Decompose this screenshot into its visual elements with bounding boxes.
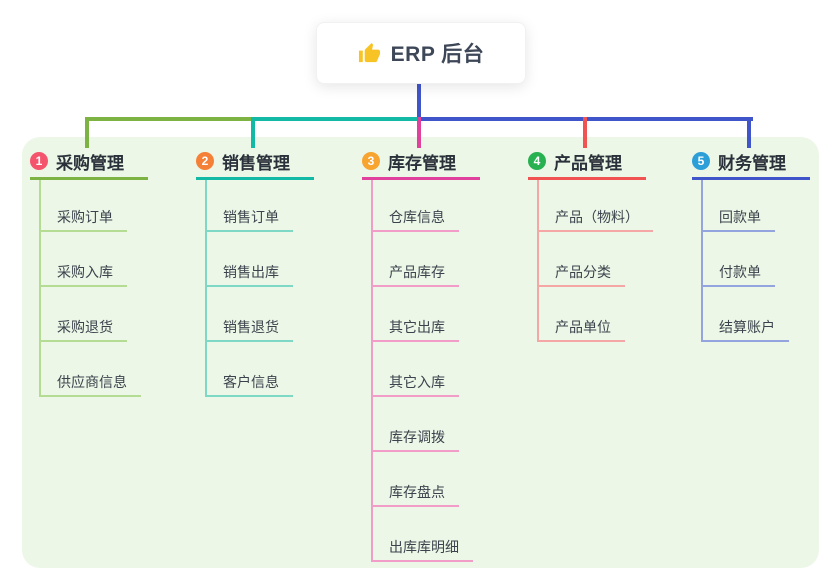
branch-spine bbox=[371, 177, 373, 562]
connector-drop bbox=[747, 117, 751, 148]
leaf-node[interactable]: 产品（物料） bbox=[537, 208, 653, 232]
branch-number-badge: 1 bbox=[30, 152, 48, 170]
branches-panel bbox=[22, 137, 819, 568]
leaf-node[interactable]: 仓库信息 bbox=[371, 208, 459, 232]
connector-drop bbox=[583, 117, 587, 148]
branch-node-2[interactable]: 2 销售管理 bbox=[196, 150, 314, 180]
connector-drop bbox=[85, 117, 89, 148]
leaf-node[interactable]: 供应商信息 bbox=[39, 373, 141, 397]
branch-title: 采购管理 bbox=[56, 153, 124, 173]
leaf-node[interactable]: 采购入库 bbox=[39, 263, 127, 287]
branch-node-4[interactable]: 4 产品管理 bbox=[528, 150, 646, 180]
thumbs-up-icon bbox=[358, 42, 381, 65]
connector-bus-segment bbox=[86, 117, 255, 121]
leaf-node[interactable]: 产品分类 bbox=[537, 263, 625, 287]
leaf-node[interactable]: 销售订单 bbox=[205, 208, 293, 232]
branch-title: 销售管理 bbox=[222, 153, 290, 173]
branch-spine bbox=[39, 177, 41, 397]
branch-node-3[interactable]: 3 库存管理 bbox=[362, 150, 480, 180]
leaf-node[interactable]: 产品单位 bbox=[537, 318, 625, 342]
branch-number-badge: 3 bbox=[362, 152, 380, 170]
branch-node-5[interactable]: 5 财务管理 bbox=[692, 150, 810, 180]
leaf-node[interactable]: 库存调拨 bbox=[371, 428, 459, 452]
leaf-node[interactable]: 采购退货 bbox=[39, 318, 127, 342]
leaf-node[interactable]: 库存盘点 bbox=[371, 483, 459, 507]
connector-drop bbox=[251, 117, 255, 148]
branch-number-badge: 2 bbox=[196, 152, 214, 170]
connector-bus-segment bbox=[253, 117, 421, 121]
leaf-node[interactable]: 产品库存 bbox=[371, 263, 459, 287]
leaf-node[interactable]: 销售退货 bbox=[205, 318, 293, 342]
leaf-node[interactable]: 回款单 bbox=[701, 208, 775, 232]
root-node[interactable]: ERP 后台 bbox=[316, 22, 526, 84]
leaf-node[interactable]: 结算账户 bbox=[701, 318, 789, 342]
leaf-node[interactable]: 其它出库 bbox=[371, 318, 459, 342]
branch-spine bbox=[701, 177, 703, 342]
branch-spine bbox=[537, 177, 539, 342]
leaf-node[interactable]: 采购订单 bbox=[39, 208, 127, 232]
leaf-node[interactable]: 付款单 bbox=[701, 263, 775, 287]
branch-spine bbox=[205, 177, 207, 397]
branch-title: 财务管理 bbox=[718, 153, 786, 173]
branch-number-badge: 4 bbox=[528, 152, 546, 170]
leaf-node[interactable]: 出库库明细 bbox=[371, 538, 473, 562]
branch-title: 产品管理 bbox=[554, 153, 622, 173]
root-node-label: ERP 后台 bbox=[390, 43, 485, 66]
branch-title: 库存管理 bbox=[388, 153, 456, 173]
leaf-node[interactable]: 销售出库 bbox=[205, 263, 293, 287]
root-connector bbox=[417, 82, 421, 121]
connector-drop bbox=[417, 117, 421, 148]
branch-node-1[interactable]: 1 采购管理 bbox=[30, 150, 148, 180]
branch-number-badge: 5 bbox=[692, 152, 710, 170]
leaf-node[interactable]: 客户信息 bbox=[205, 373, 293, 397]
leaf-node[interactable]: 其它入库 bbox=[371, 373, 459, 397]
